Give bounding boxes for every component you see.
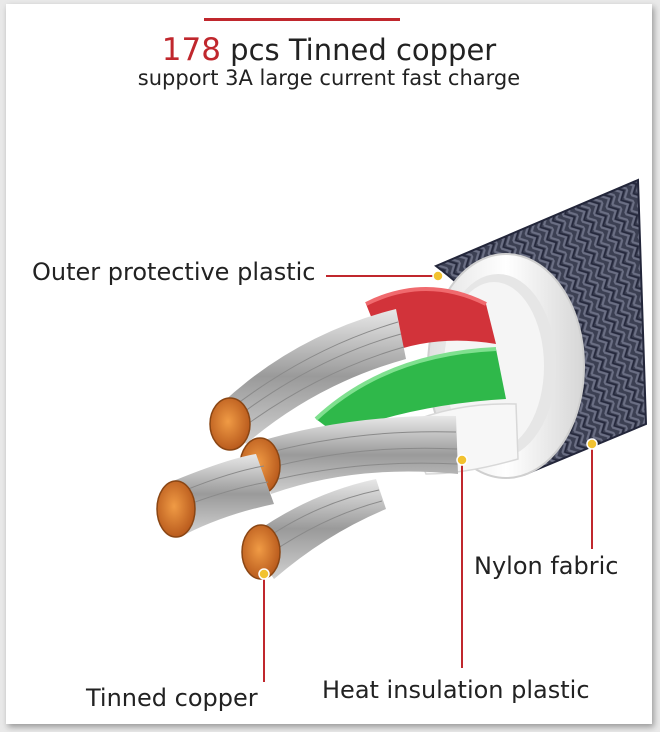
callout-heat-dot bbox=[456, 454, 468, 466]
callout-outer-dot bbox=[432, 270, 444, 282]
title-accent-line bbox=[204, 18, 400, 21]
callout-tinned-dot bbox=[258, 568, 270, 580]
strand-bundle-top bbox=[209, 309, 406, 451]
cable-cross-section-illustration bbox=[156, 178, 648, 682]
label-heat-insulation-plastic: Heat insulation plastic bbox=[322, 676, 590, 704]
headline-subtitle: support 3A large current fast charge bbox=[137, 66, 521, 90]
headline: 178 pcs Tinned copper bbox=[6, 32, 652, 68]
label-nylon-fabric: Nylon fabric bbox=[474, 552, 619, 580]
product-image-frame: 178 pcs Tinned copper support 3A large c… bbox=[6, 4, 652, 724]
label-tinned-copper: Tinned copper bbox=[86, 684, 258, 712]
green-insulated-wire bbox=[316, 349, 506, 434]
strand-bundle-left bbox=[156, 454, 274, 538]
strand-count: 178 bbox=[161, 32, 221, 68]
headline-text: pcs Tinned copper bbox=[220, 33, 497, 67]
strand-bundle-middle bbox=[239, 415, 458, 495]
label-outer-protective-plastic: Outer protective plastic bbox=[32, 258, 316, 286]
callout-nylon-dot bbox=[586, 438, 598, 450]
strand-bundle-bottom bbox=[241, 479, 386, 580]
